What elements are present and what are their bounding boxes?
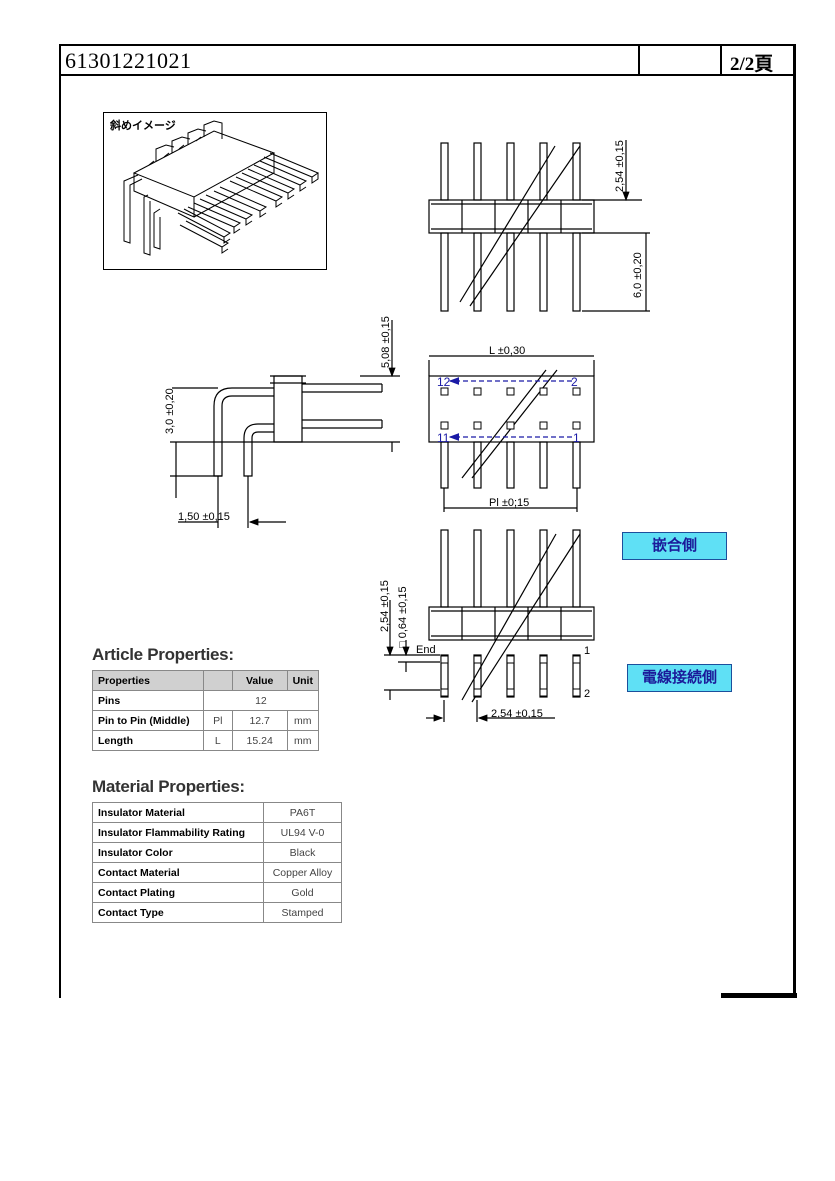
dim-top-pin: 6,0 ±0,20 (632, 252, 644, 298)
title-cell-empty (638, 44, 722, 74)
mating-side-label: 嵌合側 (622, 532, 727, 560)
pin-label-1: 1 (584, 645, 590, 657)
cell-value: Copper Alloy (263, 862, 342, 883)
cell-unit: mm (286, 730, 320, 751)
cell-value: Stamped (263, 902, 342, 923)
cell-prop: Contact Material (92, 862, 264, 883)
dim-side-3: 3,0 ±0,20 (164, 388, 176, 434)
isometric-connector-illustration (123, 120, 320, 256)
front-pin-squares (440, 387, 581, 430)
dim-side-150: 1,50 ±0,15 (178, 511, 230, 523)
table-row: Length L 15.24 mm (92, 730, 320, 751)
cell-prop: Insulator Material (92, 802, 264, 823)
frame-left-tick (59, 994, 61, 998)
cell-value: Gold (263, 882, 342, 903)
side-view (170, 320, 400, 528)
title-cell-page (720, 44, 796, 74)
cell-value: Black (263, 842, 342, 863)
page-number: 2/2頁 (730, 54, 774, 75)
part-number: 61301221021 (65, 48, 192, 73)
pin-label-12: 12 (437, 375, 451, 389)
front-view (428, 355, 595, 512)
bottom-view (384, 529, 595, 722)
cell-prop: Pins (92, 690, 204, 711)
pin-numbering-arrows (448, 377, 572, 441)
dim-side-height: 5,08 ±0,15 (380, 316, 392, 368)
table-row: Pins 12 (92, 690, 320, 711)
table-header-row: Properties Value Unit (92, 670, 320, 691)
cell-value: UL94 V-0 (263, 822, 342, 843)
dim-bottom-254: 2,54 ±0,15 (379, 580, 391, 632)
label-end: End (416, 644, 436, 656)
dim-bottom-064: □ 0,64 ±0,15 (397, 586, 409, 648)
top-view (428, 140, 650, 312)
cell-prop: Insulator Flammability Rating (92, 822, 264, 843)
title-block: 61301221021 2/2頁 (59, 44, 796, 76)
bottom-pin-squares (440, 655, 581, 697)
table-row: Pin to Pin (Middle) Pl 12.7 mm (92, 710, 320, 731)
cell-prop: Pin to Pin (Middle) (92, 710, 204, 731)
cell-prop: Contact Type (92, 902, 264, 923)
pin-label-11: 11 (437, 431, 450, 445)
material-properties-title: Material Properties: (92, 777, 245, 796)
frame-corner-bar (721, 993, 797, 998)
cell-symbol: Pl (202, 710, 233, 731)
col-value: Value (231, 670, 288, 691)
cell-prop: Contact Plating (92, 882, 264, 903)
article-properties-title: Article Properties: (92, 645, 234, 664)
col-symbol (202, 670, 233, 691)
col-unit: Unit (286, 670, 320, 691)
cell-value: 12 (202, 690, 320, 711)
dim-length: L ±0,30 (489, 345, 525, 357)
dim-top-pitch: 2,54 ±0,15 (614, 140, 626, 192)
dim-pitch-pl: Pl ±0;15 (489, 497, 529, 509)
drawing-frame (59, 44, 796, 996)
cell-prop: Length (92, 730, 204, 751)
isometric-caption: 斜めイメージ (110, 120, 176, 132)
wire-side-label: 電線接続側 (627, 664, 732, 692)
cell-value: 15.24 (231, 730, 288, 751)
col-properties: Properties (92, 670, 204, 691)
isometric-image: 斜めイメージ (103, 112, 327, 270)
pin-label-2-top: 2 (571, 375, 578, 389)
pin-label-1-top: 1 (573, 431, 580, 445)
dim-bottom-pitch: 2,54 ±0,15 (491, 708, 543, 720)
cell-value: PA6T (263, 802, 342, 823)
article-properties-table: Properties Value Unit Pins 12 Pin to Pin… (92, 670, 320, 751)
cell-prop: Insulator Color (92, 842, 264, 863)
cell-value: 12.7 (231, 710, 288, 731)
cell-unit: mm (286, 710, 320, 731)
pin-label-2: 2 (584, 688, 590, 700)
cell-symbol: L (202, 730, 233, 751)
